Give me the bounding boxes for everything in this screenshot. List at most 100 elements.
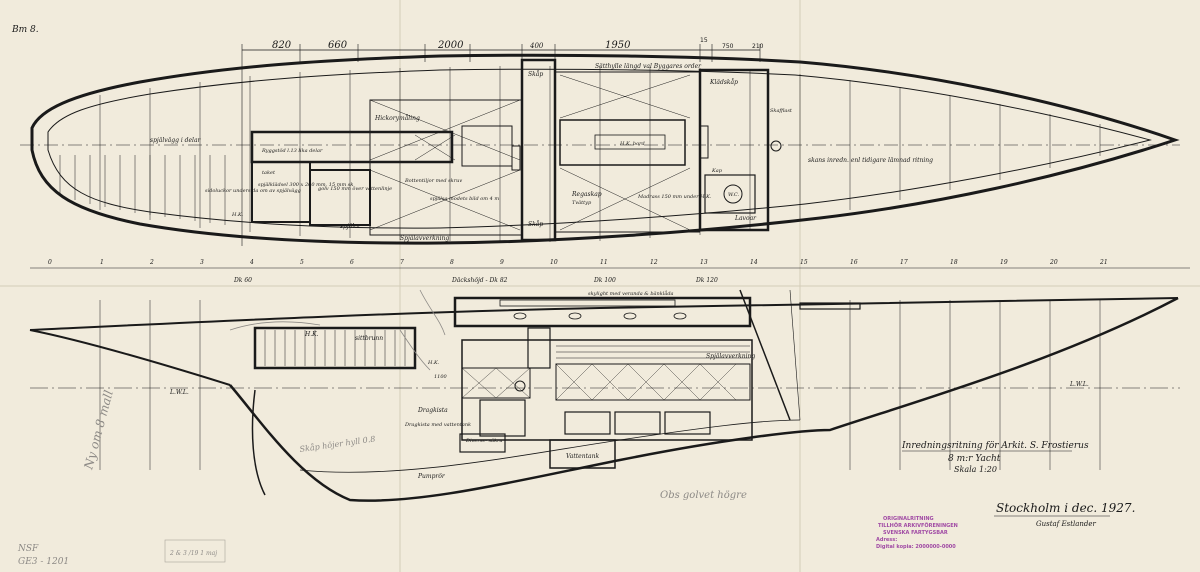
dim-15: 15 <box>700 37 708 44</box>
station-10: 10 <box>550 259 558 266</box>
place-date: Stockholm i dec. 1927. <box>996 501 1135 515</box>
note-bottom: Obs golvet högre <box>660 490 747 501</box>
label-sittbrunn: sittbrunn <box>355 335 383 342</box>
plan-view <box>20 44 1180 246</box>
corner-mark: Bm 8. <box>11 25 39 35</box>
dim-660: 660 <box>328 40 348 51</box>
station-21: 21 <box>1099 259 1108 266</box>
label-dk60: Dk 60 <box>233 277 252 284</box>
title-line2: 8 m:r Yacht <box>948 454 1001 464</box>
label-spjalvagg: spjälvägg i delar <box>150 137 202 144</box>
title-line3: Skala 1:20 <box>954 465 997 474</box>
station-numbers: 0 1 2 3 4 5 6 7 8 9 10 11 12 13 14 15 16… <box>48 259 1108 266</box>
station-13: 13 <box>700 259 708 266</box>
station-17: 17 <box>900 259 908 266</box>
label-diversesaker: Diverse- säkra <box>465 438 503 444</box>
signature: Gustaf Estlander <box>1036 520 1097 528</box>
label-skans: skans inredn. enl tidigare lämnad ritnin… <box>808 157 933 164</box>
label-dragkista2: Dragkista med vattentank <box>404 422 471 428</box>
station-15: 15 <box>800 259 808 266</box>
archive-label: 2 & 3 /19 1 maj <box>169 550 217 557</box>
label-hk-plan: H.K. <box>231 212 244 218</box>
label-spjalor: spjälor <box>340 223 362 230</box>
station-6: 6 <box>350 259 354 266</box>
station-14: 14 <box>750 259 758 266</box>
dim-820: 820 <box>272 40 292 51</box>
profile-labels: Däckshöjd - Dk 82 Dk 100 Dk 120 Dk 60 sk… <box>169 277 1089 480</box>
station-9: 9 <box>500 259 504 266</box>
station-0: 0 <box>48 259 52 266</box>
label-dackslinje: Däckshöjd - Dk 82 <box>451 277 508 284</box>
label-klad: Klädskåp <box>709 79 738 86</box>
plan-labels: spjälvägg i delar sidoluckor undersida o… <box>150 63 933 242</box>
title-block: Inredningsritning för Arkit. S. Frostier… <box>901 441 1135 528</box>
stamp-line5: Digital kopia: 2000000-0000 <box>876 544 956 550</box>
label-rygg: Ryggstöd l.13 lika delar <box>261 148 323 154</box>
dim-750: 750 <box>722 43 734 50</box>
label-spjalavverkning-plan: Spjälavverkning <box>400 235 449 242</box>
label-tak: taket <box>262 170 276 176</box>
label-spjaltak: spjälklädsel 300 x 200 mm, 15 mm sk <box>258 182 353 188</box>
station-5: 5 <box>300 259 304 266</box>
label-dk100: Dk 100 <box>593 277 616 284</box>
label-spjalavverkning-profile: Spjälavverkning <box>706 353 755 360</box>
note-middle: Skåp höjer hyll 0.8 <box>299 434 376 454</box>
label-skap2: Skåp <box>528 221 543 228</box>
station-11: 11 <box>600 259 608 266</box>
label-hk-profile: H.K. <box>304 331 319 338</box>
profile-view <box>29 289 1180 502</box>
archive-code1: NSF <box>17 544 39 554</box>
label-hk2-profile: H.K. <box>427 360 440 366</box>
station-2: 2 <box>149 259 154 266</box>
archive-code: NSF GE3 - 1201 2 & 3 /19 1 maj <box>17 539 226 567</box>
label-tvatt: Tvättyp <box>572 200 592 206</box>
label-cm: 1100 <box>434 374 448 380</box>
label-dragkista: Dragkista <box>417 407 448 414</box>
archive-code2: GE3 - 1201 <box>18 557 69 567</box>
label-regaskap: Regaskap <box>571 191 602 198</box>
label-pumprak: Pumprör <box>417 473 446 480</box>
label-madrass: Madrass 150 mm under H.K. <box>637 194 712 200</box>
label-hk-bord: H.K. bord <box>619 141 645 147</box>
dim-1950: 1950 <box>605 40 631 51</box>
label-sidoluckor: sidoluckor undersida om av spjälvägg <box>205 188 301 194</box>
label-skap1: Skåp <box>528 71 543 78</box>
label-skylight: skylight med veranda & bänklåda <box>588 290 674 297</box>
label-hickorymaling: Hickorymåling <box>374 115 420 122</box>
station-7: 7 <box>400 259 404 266</box>
archive-stamp: ORIGINALRITNING TILLHÖR ARKIVFÖRENINGEN … <box>876 516 958 550</box>
stamp-line2: TILLHÖR ARKIVFÖRENINGEN <box>878 522 958 529</box>
stamp-line4: Adress: <box>876 537 897 543</box>
label-kap: Kap <box>711 168 723 174</box>
note-left: Ny om 8 mall <box>81 389 116 472</box>
pencil-notes: Obs golvet högre Skåp höjer hyll 0.8 Ny … <box>81 389 747 501</box>
dim-2000: 2000 <box>437 40 464 51</box>
station-8: 8 <box>450 259 454 266</box>
station-3: 3 <box>200 259 204 266</box>
label-lavoar: Lavoar <box>734 215 757 222</box>
station-20: 20 <box>1049 259 1058 266</box>
label-lwl2: L.W.L. <box>1069 381 1089 388</box>
dim-210: 210 <box>752 43 764 50</box>
station-12: 12 <box>650 259 658 266</box>
label-bottentiljor: Bottentiljor med skruv <box>404 178 462 184</box>
label-vattentank: Vattentank <box>566 453 599 460</box>
dimension-labels: 820 660 2000 400 1950 15 750 210 <box>272 37 764 51</box>
station-19: 19 <box>1000 259 1008 266</box>
stamp-line3: SVENSKA FARTYGSBAR <box>883 530 948 536</box>
label-wc: W.C. <box>728 192 740 198</box>
label-spjalsaling: spjälsa modets bild om 4 m <box>430 196 499 202</box>
dim-400: 400 <box>529 42 544 50</box>
station-16: 16 <box>850 259 858 266</box>
label-dk120: Dk 120 <box>695 277 718 284</box>
station-18: 18 <box>950 259 958 266</box>
title-line1: Inredningsritning för Arkit. S. Frostier… <box>901 441 1089 451</box>
label-skaplast: Skafflast <box>770 108 793 114</box>
label-lwl: L.W.L. <box>169 389 189 396</box>
label-sattkyl: Sätthylle längd val Byggares order <box>595 63 702 70</box>
station-4: 4 <box>249 259 254 266</box>
station-1: 1 <box>100 259 104 266</box>
stamp-line1: ORIGINALRITNING <box>883 516 934 522</box>
